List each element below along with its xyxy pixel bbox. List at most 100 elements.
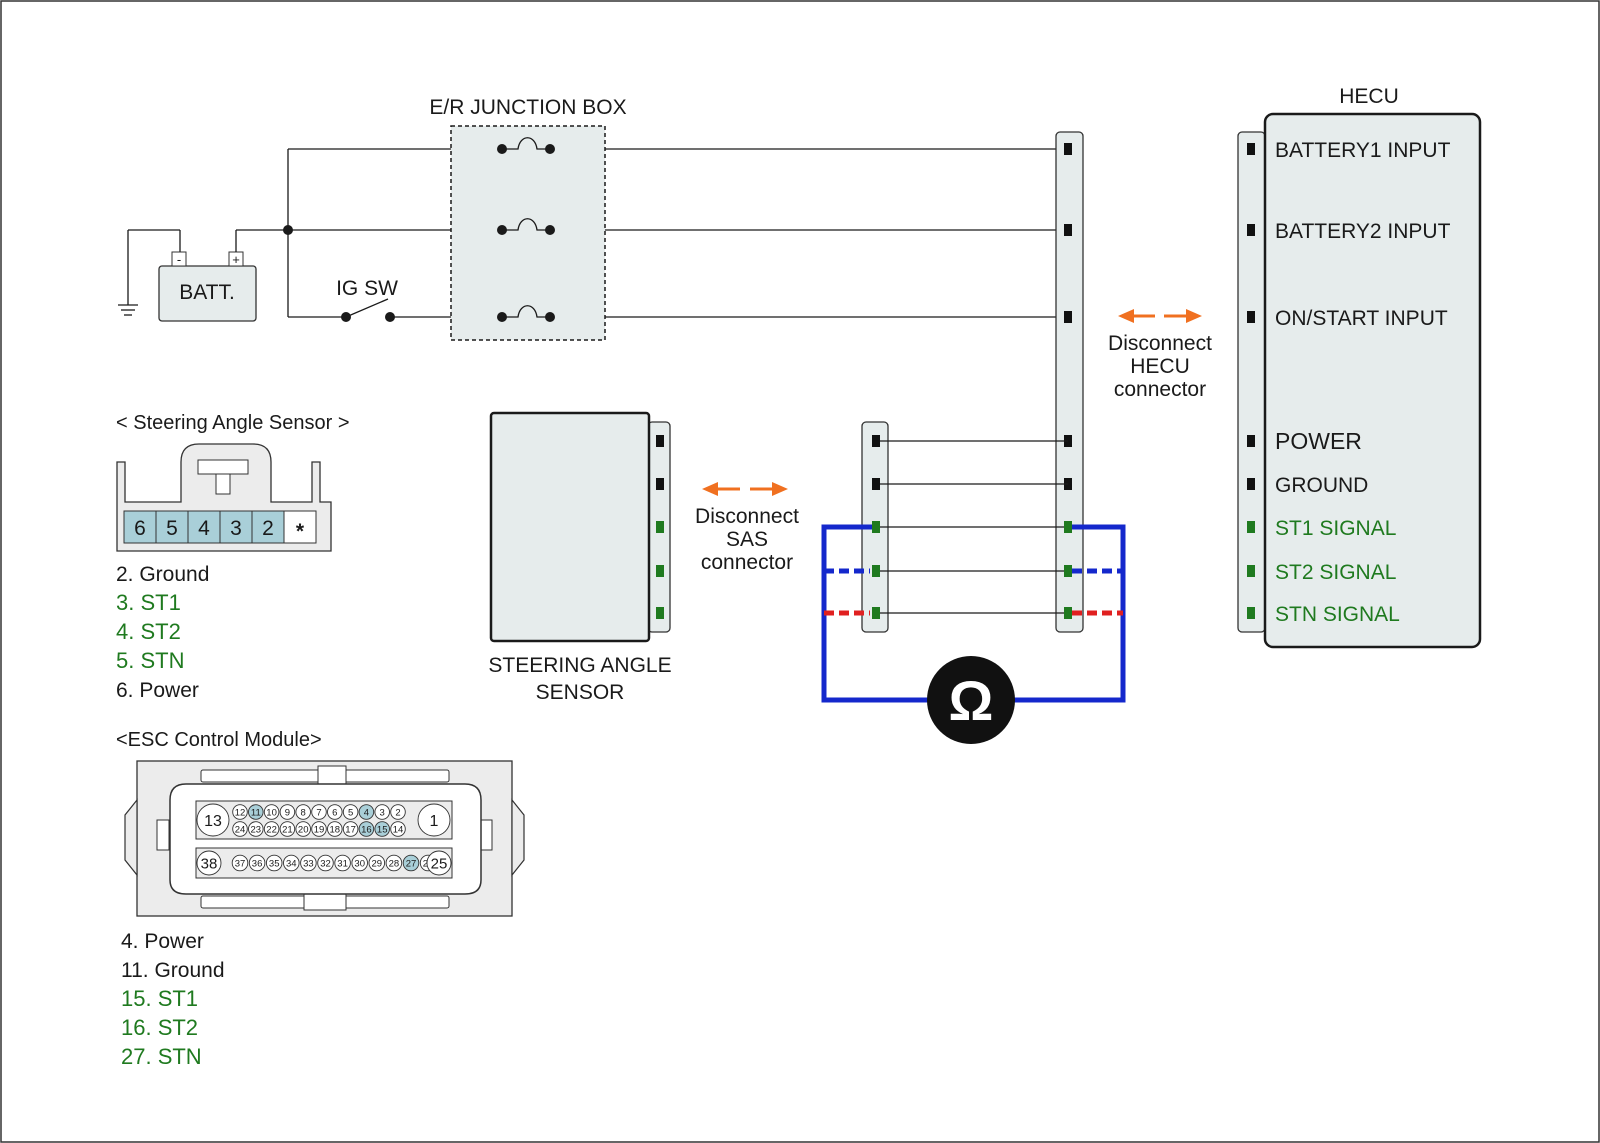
- esc-pin: [265, 854, 283, 872]
- esc-pin: [390, 821, 406, 837]
- esc-pin: [374, 804, 390, 820]
- esc-pin-label: 22: [266, 824, 277, 835]
- battery: - + BATT.: [158, 251, 257, 322]
- sas-module-pins: [656, 435, 664, 619]
- esc-pin-label: 21: [282, 824, 293, 835]
- esc-pin: [279, 821, 296, 837]
- ig-switch-label: IG SW: [336, 277, 398, 300]
- disconnect-sas-arrows: [702, 482, 788, 496]
- esc-pin-label: 5: [348, 807, 353, 818]
- esc-pin-label: 35: [269, 858, 280, 869]
- sas-to-hecu-wires: [875, 440, 1068, 614]
- esc-pin: [300, 854, 317, 872]
- esc-pin: [390, 804, 406, 820]
- ground-symbol: [118, 229, 181, 316]
- esc-pin-label: 7: [316, 807, 321, 818]
- esc-pin-label: 1: [430, 813, 439, 830]
- hecu-pin-label: ST2 SIGNAL: [1275, 561, 1396, 584]
- esc-pin-label: 10: [266, 807, 277, 818]
- esc-pin: [231, 854, 249, 872]
- ohm-symbol: Ω: [949, 669, 994, 732]
- hecu-pin-label: ST1 SIGNAL: [1275, 517, 1396, 540]
- ig-switch-contact: [385, 312, 395, 322]
- esc-pin: [232, 804, 248, 820]
- disconnect-hecu-label: Disconnect: [1108, 332, 1212, 355]
- sas-pin-label: 2: [262, 517, 274, 540]
- esc-pin-label: 27: [406, 858, 417, 869]
- disconnect-hecu-label: HECU: [1130, 355, 1190, 378]
- esc-pin: [279, 804, 296, 820]
- esc-pin-label: 32: [320, 858, 331, 869]
- sas-module-label: SENSOR: [536, 681, 625, 704]
- battery-label: BATT.: [179, 281, 235, 304]
- esc-pin: [426, 850, 452, 876]
- hecu-pin-label: GROUND: [1275, 474, 1368, 497]
- esc-pin: [295, 821, 311, 837]
- esc-legend-item: 4. Power: [121, 930, 204, 953]
- esc-pin-label: 16: [361, 824, 372, 835]
- esc-pin-label: 31: [337, 858, 348, 869]
- esc-pin-label: 9: [285, 807, 290, 818]
- hecu-pin-label: ON/START INPUT: [1275, 307, 1448, 330]
- junction-box: [450, 125, 606, 341]
- esc-pin: [385, 854, 403, 872]
- pin-overlay: [872, 521, 1072, 619]
- esc-pin-label: 36: [252, 858, 263, 869]
- hecu-title: HECU: [1339, 85, 1399, 108]
- esc-pin: [311, 804, 327, 820]
- esc-pin: [327, 804, 343, 820]
- esc-pin: [232, 821, 248, 837]
- sas-legend-item: 2. Ground: [116, 563, 209, 586]
- esc-pin: [368, 854, 386, 872]
- esc-pin: [334, 854, 351, 872]
- sas-legend: 2. Ground 3. ST1 4. ST2 5. STN 6. Power: [116, 563, 209, 702]
- hecu-pin-label: BATTERY2 INPUT: [1275, 220, 1451, 243]
- battery-minus-label: -: [177, 252, 181, 267]
- esc-pin-label: 19: [314, 824, 325, 835]
- esc-pin-label: 20: [298, 824, 309, 835]
- esc-pin-label: 11: [251, 807, 261, 818]
- sas-legend-item: 4. ST2: [116, 619, 181, 644]
- esc-pin-label: 3: [380, 807, 385, 818]
- esc-pin-label: 14: [393, 824, 404, 835]
- esc-pin-label: 33: [303, 858, 314, 869]
- esc-pin: [248, 804, 264, 820]
- sas-connector-title: < Steering Angle Sensor >: [116, 412, 350, 434]
- sas-module-label: STEERING ANGLE: [488, 654, 671, 677]
- esc-pin-label: 8: [301, 807, 306, 818]
- esc-pin-label: 13: [204, 813, 222, 830]
- sas-pin-label: 5: [166, 517, 178, 540]
- esc-pin-label: 4: [364, 807, 369, 818]
- esc-legend-item: 27. STN: [121, 1044, 202, 1069]
- esc-connector-title: <ESC Control Module>: [116, 729, 322, 751]
- disconnect-sas-label: Disconnect: [695, 505, 799, 528]
- disconnect-hecu-label: connector: [1114, 378, 1206, 401]
- disconnect-sas-label: SAS: [726, 528, 768, 551]
- esc-pin: [358, 821, 375, 837]
- hecu-harness-connector: [1055, 131, 1084, 633]
- esc-pin-label: 37: [235, 858, 246, 869]
- steering-angle-sensor-module: [489, 411, 651, 643]
- sas-pin-label: 4: [198, 517, 210, 540]
- battery-plus-label: +: [232, 252, 240, 267]
- esc-pin: [342, 821, 359, 837]
- sas-pin-label: 6: [134, 517, 146, 540]
- esc-pin: [248, 854, 266, 872]
- esc-pin-label: 34: [286, 858, 297, 869]
- esc-pin-label: 38: [201, 855, 218, 872]
- sas-legend-item: 5. STN: [116, 648, 184, 673]
- esc-pin-label: 29: [372, 858, 383, 869]
- esc-pin-label: 30: [354, 858, 365, 869]
- ohmmeter-icon: Ω: [927, 656, 1015, 744]
- esc-pin-label: 6: [332, 807, 337, 818]
- esc-pin: [327, 821, 343, 837]
- sas-pin-label: *: [296, 520, 305, 543]
- disconnect-hecu-arrows: [1118, 309, 1202, 323]
- esc-pin-label: 12: [235, 807, 246, 818]
- ig-switch-contact: [341, 312, 351, 322]
- esc-pin: [263, 821, 280, 837]
- sas-legend-item: 3. ST1: [116, 590, 181, 615]
- junction-box-title: E/R JUNCTION BOX: [429, 96, 626, 119]
